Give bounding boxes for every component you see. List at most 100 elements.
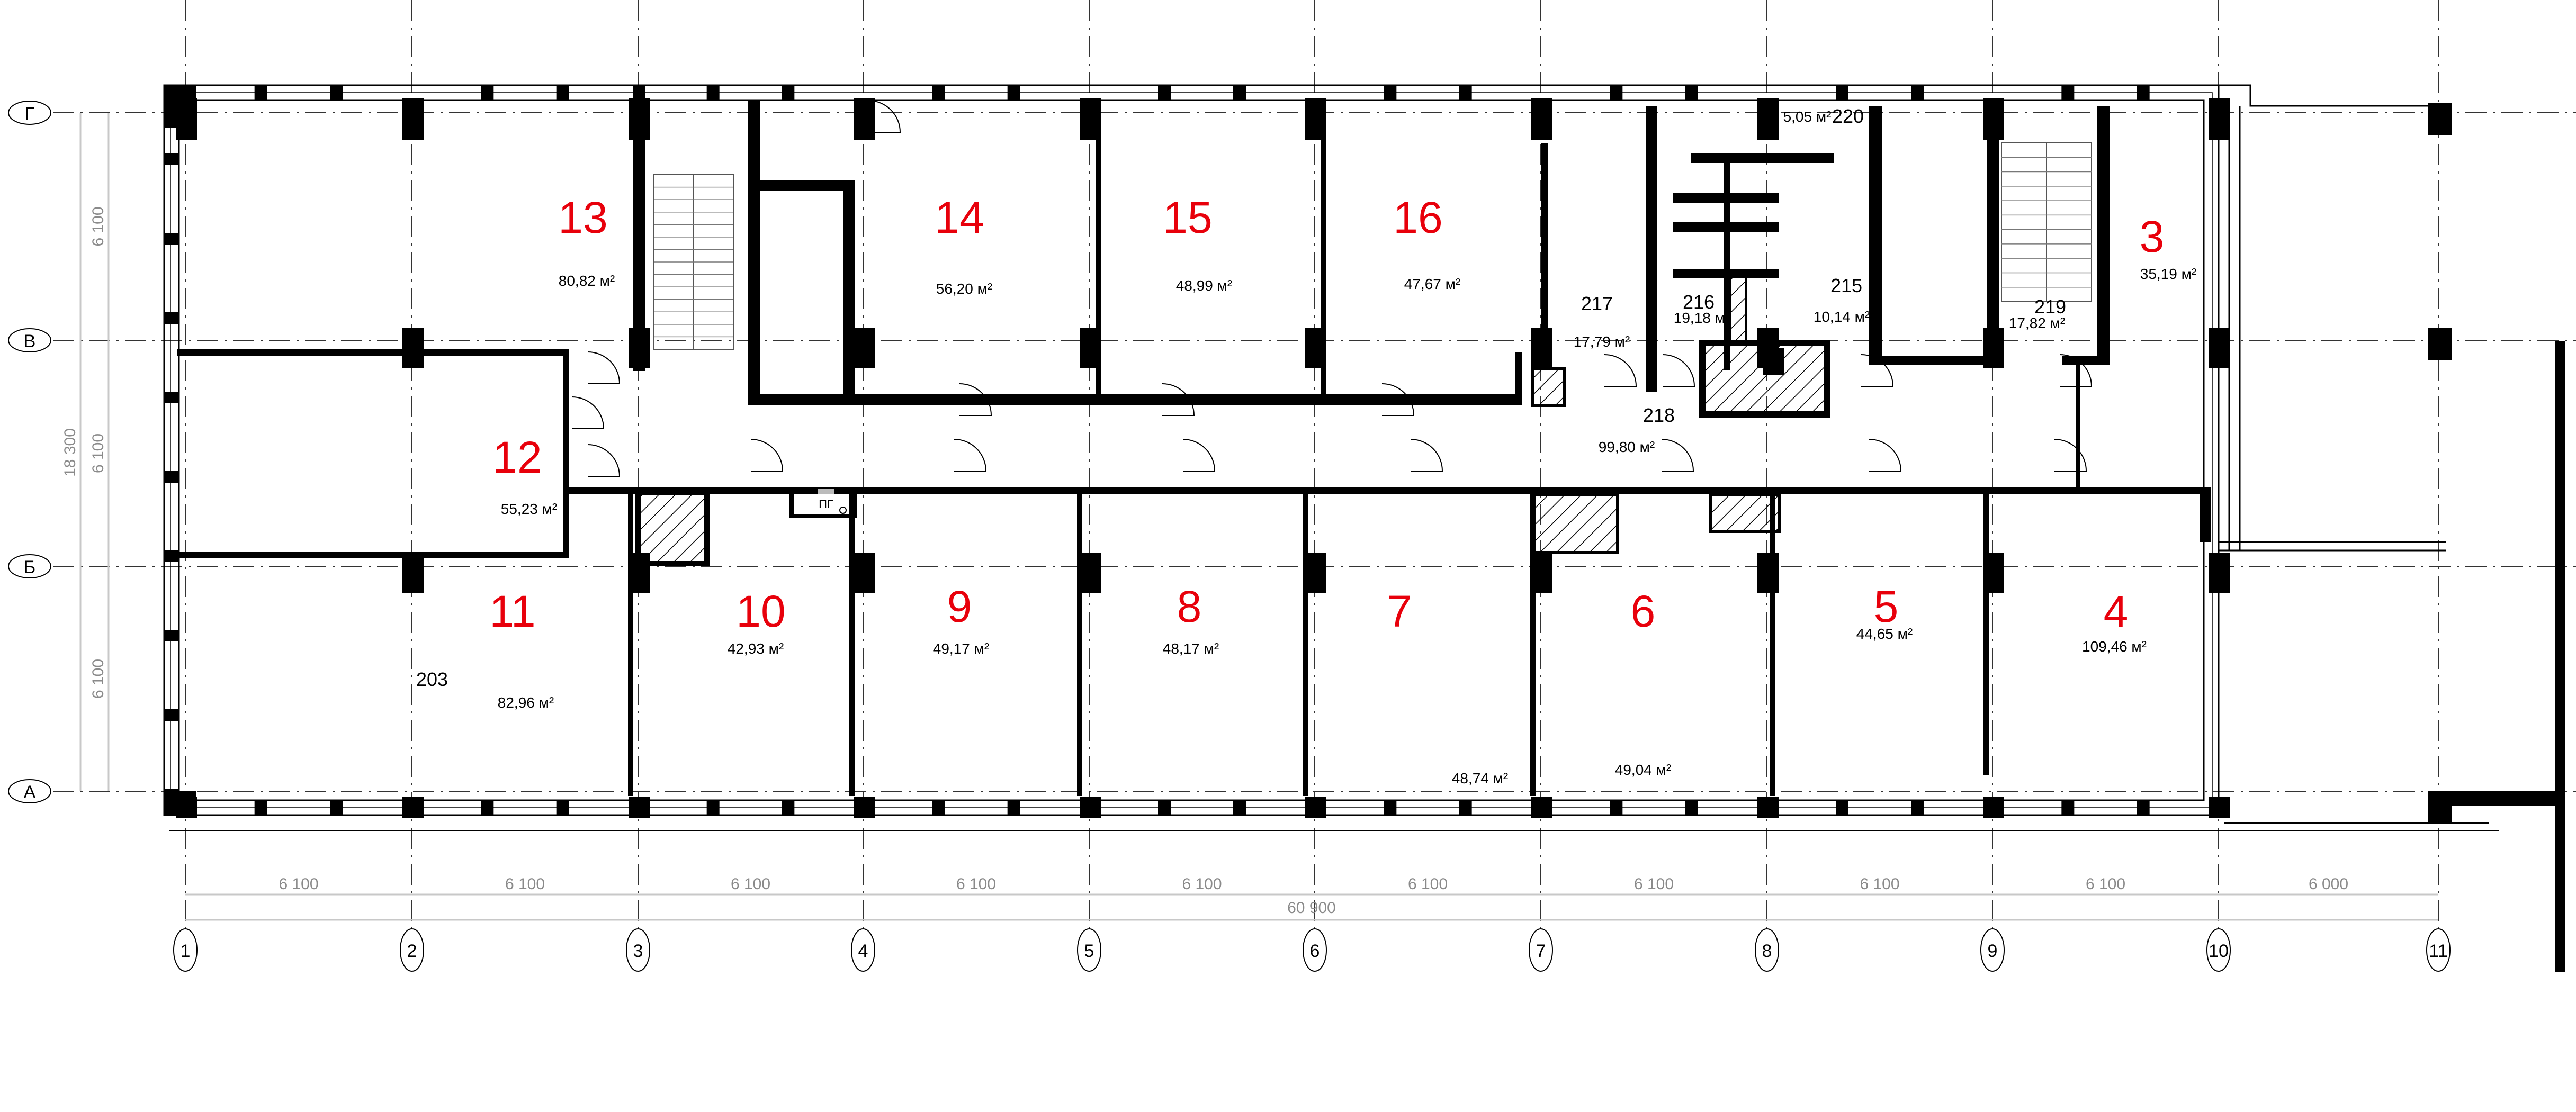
wall-pier [330, 800, 343, 815]
door-swing [959, 383, 992, 416]
column [2209, 98, 2230, 140]
column [2428, 328, 2452, 360]
room-label-text: 99,80 м² [1599, 439, 1655, 455]
dim-span: 6 100 [956, 875, 996, 893]
wall-pier [706, 800, 720, 815]
door-swing [571, 396, 605, 429]
column [2209, 328, 2230, 368]
wall-pier [1459, 85, 1472, 101]
column [2428, 103, 2452, 135]
column [2428, 791, 2452, 823]
room-label-text: 5 [1874, 582, 1899, 631]
column [1757, 553, 1779, 593]
dim-span: 6 100 [2086, 875, 2125, 893]
room-label-text: 49,17 м² [933, 640, 989, 657]
column [1757, 98, 1779, 140]
door-swing [868, 100, 901, 133]
column [1531, 797, 1552, 818]
row-axis-bubble [8, 554, 51, 578]
column-axis-label: 7 [1536, 941, 1546, 961]
dim-span: 6 100 [89, 433, 107, 473]
outer-walls [163, 84, 2565, 972]
grid-axes [53, 0, 2576, 937]
wall-pier [2137, 800, 2150, 815]
wall-pier [164, 233, 179, 245]
wall-pier [254, 800, 267, 815]
wall-pier [1384, 800, 1397, 815]
wall-pier [1459, 800, 1472, 815]
column [164, 85, 196, 128]
room-label-text: 16 [1393, 193, 1442, 242]
room-label-text: 48,99 м² [1176, 277, 1232, 294]
row-axis-label: Б [24, 557, 35, 577]
wall-pier [164, 392, 179, 403]
row-axis-label: А [24, 782, 36, 802]
wall-pier [1384, 85, 1397, 101]
interior-walls [177, 85, 2211, 796]
dim-span: 6 100 [731, 875, 770, 893]
wall-pier [164, 709, 179, 721]
column [402, 797, 424, 818]
dim-total-width: 60 900 [1287, 899, 1336, 917]
door-swing [1861, 354, 1894, 387]
wall-pier [164, 630, 179, 641]
wall-pier [254, 85, 267, 101]
door-swing [1381, 383, 1415, 416]
dim-span: 6 100 [279, 875, 318, 893]
doors [571, 100, 2093, 477]
column-axis-label: 9 [1988, 941, 1998, 961]
room-label-text: 219 [2034, 296, 2066, 318]
room-label-text: 3 [2140, 212, 2165, 261]
room-label-text: 15 [1163, 193, 1212, 242]
wall-pier [164, 550, 179, 562]
room-label-text: 4 [2104, 586, 2129, 636]
door-swing [1604, 354, 1637, 387]
column-axis-bubble [626, 928, 650, 972]
column [854, 797, 875, 818]
column [1305, 553, 1326, 593]
staircase-west [653, 174, 734, 350]
staircase-east [2001, 142, 2092, 302]
column-axis-label: 8 [1762, 941, 1772, 961]
room-label-text: 7 [1387, 586, 1412, 636]
room-7: 748,74 м² [1387, 586, 1509, 786]
wall-pier [1610, 85, 1623, 101]
door-swing [1661, 439, 1694, 472]
wall-pier [164, 312, 179, 324]
wall-pier [1610, 800, 1623, 815]
column-axis-bubble [2426, 928, 2451, 972]
row-axis-label: В [24, 331, 36, 351]
wall-pier [1685, 85, 1698, 101]
room-label-text: 216 [1683, 291, 1715, 313]
column [854, 328, 875, 368]
column-axis-bubble [1529, 928, 1553, 972]
wall-pier [1233, 800, 1246, 815]
column-axis-bubble [173, 928, 198, 972]
room-label-text: 35,19 м² [2140, 266, 2196, 282]
column-axis-bubble [851, 928, 875, 972]
room-5: 544,65 м² [1856, 582, 1913, 642]
dim-span: 6 100 [1182, 875, 1222, 893]
column [402, 553, 424, 593]
room-label-text: 10 [736, 586, 785, 636]
door-swing [587, 444, 621, 477]
wall-pier [1685, 800, 1698, 815]
wall-pier [1836, 85, 1848, 101]
column-axis-label: 5 [1084, 941, 1094, 961]
room-label-text: 215 [1830, 275, 1862, 296]
row-axis-bubble [8, 101, 51, 125]
room-label-text: 56,20 м² [936, 281, 992, 297]
wall-pier [556, 800, 569, 815]
wall-pier [782, 85, 795, 101]
column [2209, 553, 2230, 593]
